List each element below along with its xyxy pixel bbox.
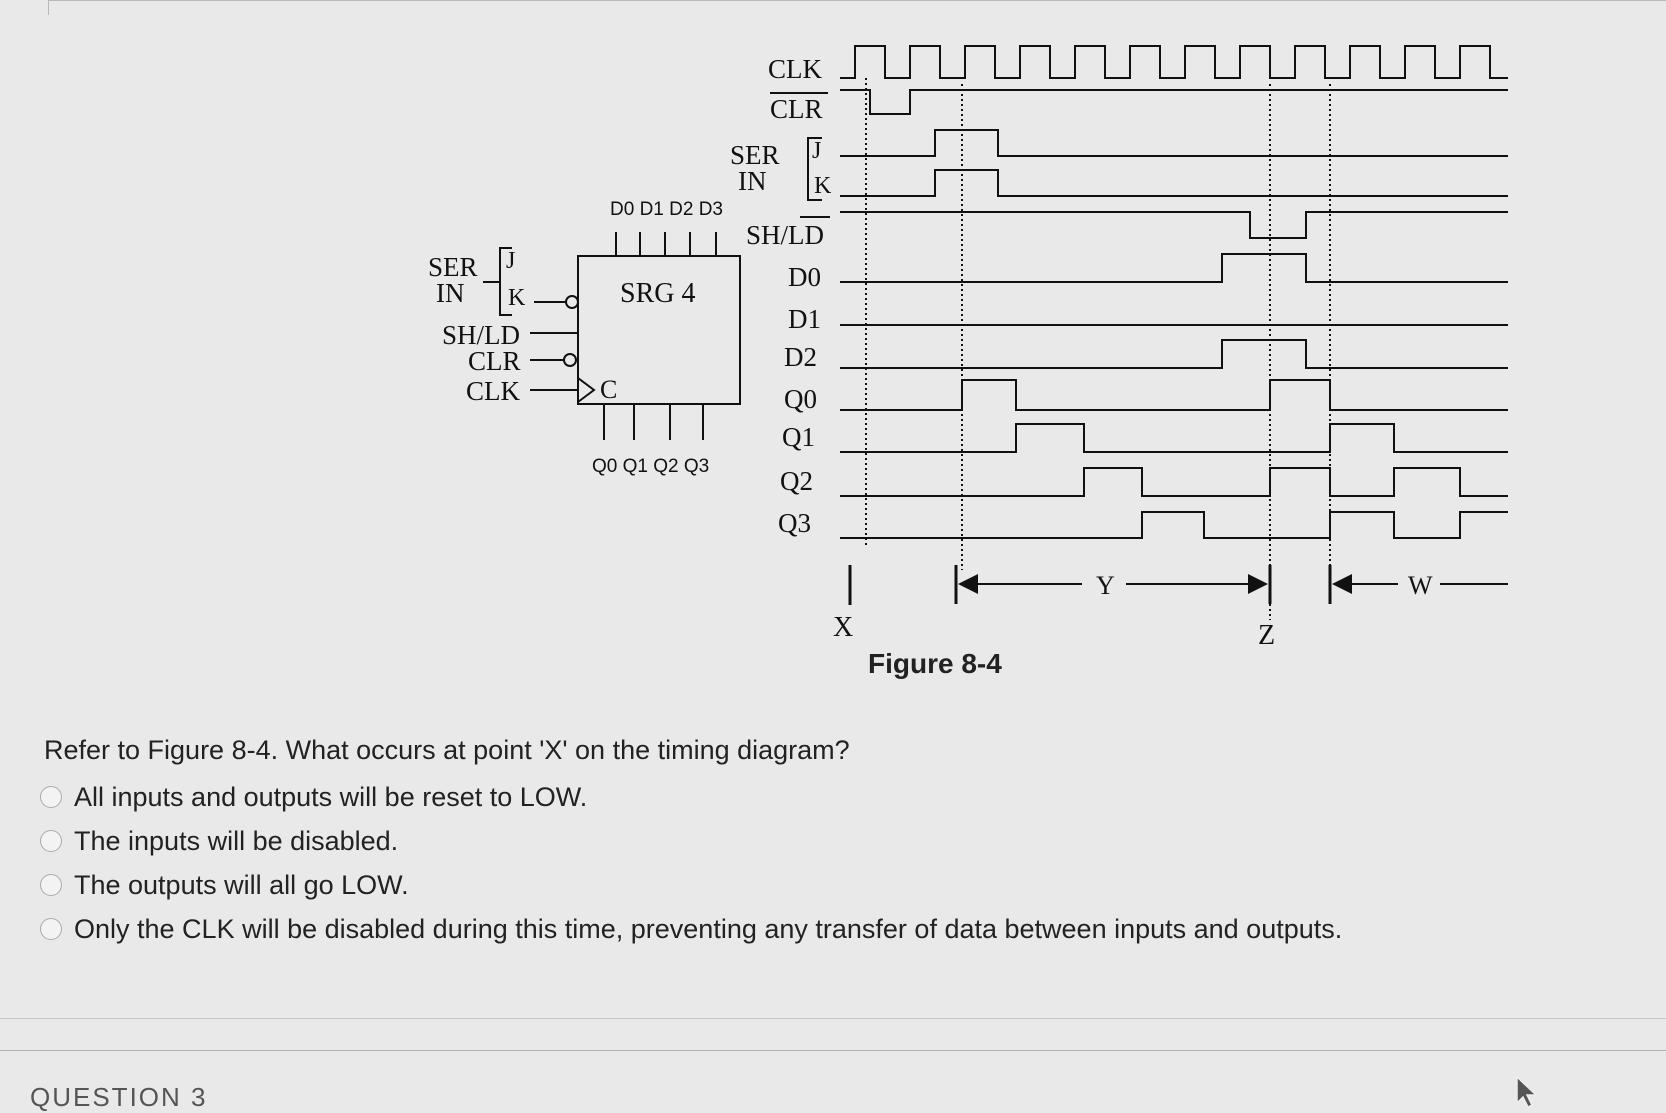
signal-d2: D2	[784, 342, 817, 372]
signal-d0: D0	[788, 262, 821, 292]
marker-x: X	[833, 612, 853, 643]
figure-caption: Figure 8-4	[868, 648, 1002, 679]
signal-shld: SH/LD	[746, 220, 824, 250]
signal-q3: Q3	[778, 508, 811, 538]
q-outputs-label: Q0 Q1 Q2 Q3	[592, 456, 709, 477]
top-divider	[48, 0, 1666, 15]
signal-k: K	[814, 173, 832, 199]
block-in-label: IN	[436, 278, 465, 308]
block-j-label: J	[506, 248, 515, 274]
answer-option-label: The outputs will all go LOW.	[74, 869, 409, 900]
q0-waveform	[840, 379, 1508, 411]
radio-button[interactable]	[40, 786, 62, 808]
q2-waveform	[840, 467, 1508, 497]
block-ser-label: SER	[428, 252, 478, 282]
figure-8-4: SRG 4 D0 D1 D2 D3 Q0 Q1 Q2 Q3 SER IN J K…	[428, 45, 1508, 679]
signal-q0: Q0	[784, 384, 817, 414]
q1-waveform	[840, 423, 1508, 453]
block-clk-label: CLK	[466, 376, 521, 406]
clk-waveform	[840, 45, 1508, 79]
signal-q1: Q1	[782, 422, 815, 452]
answer-option-label: The inputs will be disabled.	[74, 825, 399, 856]
shld-waveform	[840, 211, 1508, 239]
signal-q2: Q2	[780, 466, 813, 496]
d2-waveform	[840, 339, 1508, 369]
answer-option-3[interactable]: The outputs will all go LOW.	[40, 863, 1342, 907]
answer-option-label: All inputs and outputs will be reset to …	[74, 781, 588, 812]
k-waveform	[840, 169, 1508, 197]
signal-clr: CLR	[770, 94, 823, 124]
divider	[0, 1018, 1666, 1019]
block-shld-label: SH/LD	[442, 320, 520, 350]
divider	[0, 1050, 1666, 1051]
answer-option-4[interactable]: Only the CLK will be disabled during thi…	[40, 907, 1342, 951]
signal-ser: SER	[730, 140, 780, 170]
answer-option-1[interactable]: All inputs and outputs will be reset to …	[40, 775, 1342, 819]
marker-w: W	[1408, 571, 1433, 600]
q3-waveform	[840, 511, 1508, 539]
d0-waveform	[840, 253, 1508, 283]
signal-clk: CLK	[768, 54, 823, 84]
clr-waveform	[840, 89, 1508, 115]
signal-j: J	[812, 138, 821, 164]
marker-y: Y	[1096, 571, 1115, 600]
answer-option-2[interactable]: The inputs will be disabled.	[40, 819, 1342, 863]
next-question-heading: QUESTION 3	[30, 1082, 208, 1112]
signal-d1: D1	[788, 304, 821, 334]
block-k-label: K	[508, 285, 526, 311]
signal-in: IN	[738, 166, 767, 196]
block-clock-c-label: C	[600, 375, 617, 404]
question-text: Refer to Figure 8-4. What occurs at poin…	[44, 735, 850, 765]
radio-button[interactable]	[40, 874, 62, 896]
srg4-title: SRG 4	[620, 278, 695, 309]
block-clr-label: CLR	[468, 346, 521, 376]
d-inputs-label: D0 D1 D2 D3	[610, 199, 723, 220]
srg4-block	[577, 255, 741, 405]
answer-option-label: Only the CLK will be disabled during thi…	[74, 913, 1343, 944]
radio-button[interactable]	[40, 918, 62, 940]
j-waveform	[840, 129, 1508, 157]
mouse-cursor-icon	[1516, 1075, 1538, 1109]
answer-options: All inputs and outputs will be reset to …	[40, 775, 1342, 951]
radio-button[interactable]	[40, 830, 62, 852]
marker-z: Z	[1258, 620, 1275, 651]
